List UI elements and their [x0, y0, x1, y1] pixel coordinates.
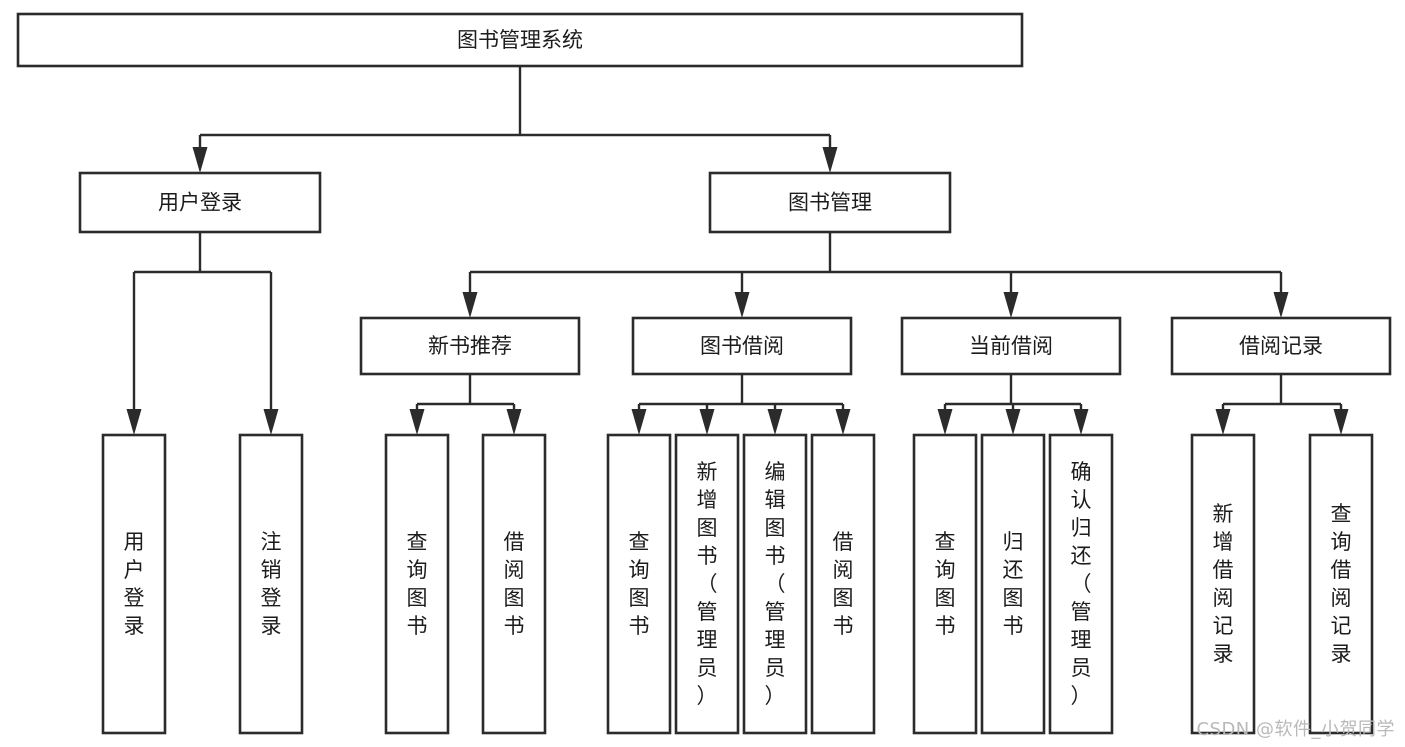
edge-arrowhead	[937, 409, 953, 435]
node-label: 查询借阅记录	[1331, 502, 1352, 666]
node-current-borrow[interactable]: 当前借阅	[900, 316, 1122, 376]
node-box	[631, 316, 853, 376]
edge-arrowhead	[506, 409, 522, 435]
nodes-layer: 图书管理系统用户登录图书管理新书推荐图书借阅当前借阅借阅记录用户登录注销登录查询…	[16, 12, 1392, 735]
node-leaf-borrow-lend[interactable]: 借阅图书	[810, 433, 876, 735]
edge-group-current-borrow	[937, 374, 1089, 435]
edge-arrowhead	[835, 409, 851, 435]
node-box	[708, 171, 952, 234]
edge-arrowhead	[192, 147, 208, 173]
node-box	[912, 433, 978, 735]
node-label: 查询图书	[407, 530, 428, 638]
node-box	[810, 433, 876, 735]
node-box	[359, 316, 581, 376]
node-label: 归还图书	[1003, 530, 1024, 638]
edge-arrowhead	[263, 409, 279, 435]
node-box	[606, 433, 672, 735]
edges-layer	[126, 66, 1349, 435]
node-box	[1308, 433, 1374, 735]
edge-arrowhead	[1273, 292, 1289, 318]
node-book-manage[interactable]: 图书管理	[708, 171, 952, 234]
node-label: 借阅记录	[1239, 334, 1323, 358]
node-label: 注销登录	[261, 530, 282, 638]
node-leaf-rec-borrow[interactable]: 借阅图书	[481, 433, 547, 735]
edge-arrowhead	[1073, 409, 1089, 435]
node-box	[1170, 316, 1392, 376]
edge-arrowhead	[734, 292, 750, 318]
node-label: 查询图书	[629, 530, 650, 638]
edge-arrowhead	[1005, 409, 1021, 435]
node-user-login[interactable]: 用户登录	[78, 171, 322, 234]
edge-group-book-borrow	[631, 374, 851, 435]
node-leaf-cur-query[interactable]: 查询图书	[912, 433, 978, 735]
node-label: 用户登录	[124, 530, 145, 638]
node-label: 编辑图书（管理员）	[765, 460, 786, 708]
node-label: 当前借阅	[969, 334, 1053, 358]
edge-arrowhead	[699, 409, 715, 435]
node-label: 新增借阅记录	[1213, 502, 1234, 666]
node-label: 图书管理系统	[457, 28, 583, 52]
node-box	[384, 433, 450, 735]
node-leaf-borrow-query[interactable]: 查询图书	[606, 433, 672, 735]
node-leaf-user-logout[interactable]: 注销登录	[238, 433, 304, 735]
edge-arrowhead	[822, 147, 838, 173]
node-leaf-rec-query[interactable]: 查询图书	[384, 433, 450, 735]
node-box	[742, 433, 808, 735]
node-box	[16, 12, 1024, 68]
node-leaf-user-login[interactable]: 用户登录	[101, 433, 167, 735]
node-box	[980, 433, 1046, 735]
edge-group-borrow-record	[1215, 374, 1349, 435]
node-box	[1190, 433, 1256, 735]
node-label: 新增图书（管理员）	[697, 460, 718, 708]
node-box	[481, 433, 547, 735]
edge-arrowhead	[462, 292, 478, 318]
node-box	[900, 316, 1122, 376]
node-label: 新书推荐	[428, 334, 512, 358]
node-root[interactable]: 图书管理系统	[16, 12, 1024, 68]
edge-arrowhead	[1215, 409, 1231, 435]
node-label: 借阅图书	[504, 530, 525, 638]
node-label: 用户登录	[158, 191, 242, 215]
node-new-book-rec[interactable]: 新书推荐	[359, 316, 581, 376]
edge-group-book-manage	[462, 232, 1289, 318]
edge-arrowhead	[1003, 292, 1019, 318]
edge-arrowhead	[767, 409, 783, 435]
node-leaf-cur-return[interactable]: 归还图书	[980, 433, 1046, 735]
node-leaf-cur-confirm[interactable]: 确认归还（管理员）	[1048, 433, 1114, 735]
node-label: 确认归还（管理员）	[1071, 460, 1092, 708]
edge-arrowhead	[126, 409, 142, 435]
edge-arrowhead	[409, 409, 425, 435]
node-box	[238, 433, 304, 735]
node-book-borrow[interactable]: 图书借阅	[631, 316, 853, 376]
edge-arrowhead	[631, 409, 647, 435]
edge-arrowhead	[1333, 409, 1349, 435]
node-leaf-rec-add[interactable]: 新增借阅记录	[1190, 433, 1256, 735]
node-box	[78, 171, 322, 234]
edge-group-new-book-rec	[409, 374, 522, 435]
node-leaf-borrow-add[interactable]: 新增图书（管理员）	[674, 433, 740, 735]
edge-group-user-login	[126, 232, 279, 435]
node-label: 借阅图书	[833, 530, 854, 638]
node-borrow-record[interactable]: 借阅记录	[1170, 316, 1392, 376]
node-leaf-rec-search[interactable]: 查询借阅记录	[1308, 433, 1374, 735]
edge-group-root	[192, 66, 838, 173]
node-label: 图书管理	[788, 191, 872, 215]
node-box	[101, 433, 167, 735]
csdn-watermark: CSDN @软件_小贺同学	[1196, 719, 1395, 740]
node-box	[674, 433, 740, 735]
node-label: 图书借阅	[700, 334, 784, 358]
node-label: 查询图书	[935, 530, 956, 638]
node-leaf-borrow-edit[interactable]: 编辑图书（管理员）	[742, 433, 808, 735]
node-box	[1048, 433, 1114, 735]
